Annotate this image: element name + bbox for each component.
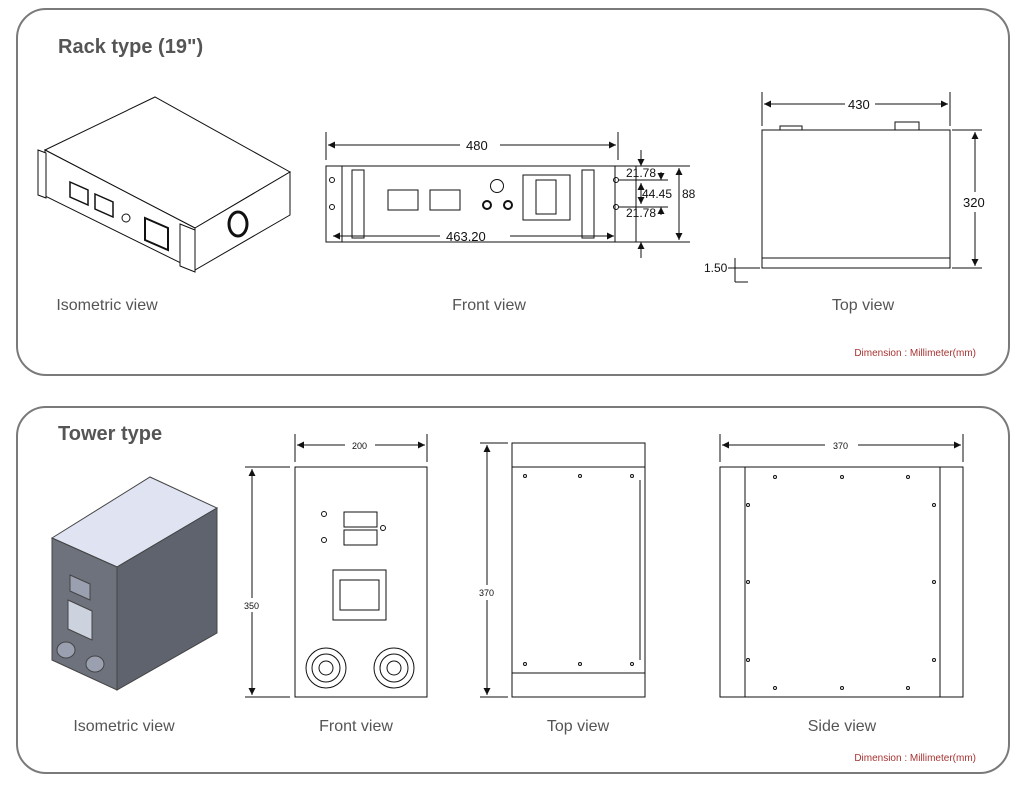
rack-unit-note: Dimension : Millimeter(mm) [854, 348, 976, 359]
rack-isometric-label: Isometric view [56, 297, 158, 314]
rack-inner-width-dim: 463.20 [446, 229, 486, 244]
rack-height-dim: 88 [682, 187, 696, 201]
rack-d3-dim: 21.78 [626, 206, 656, 220]
tower-top-drawing: 370 [479, 442, 646, 698]
tower-type-panel [16, 406, 1010, 774]
rack-top-label: Top view [831, 297, 895, 314]
rack-d2-dim: 44.45 [642, 187, 672, 201]
rack-offset-dim: 1.50 [704, 261, 728, 275]
tower-top-label: Top view [546, 718, 610, 735]
rack-isometric-drawing [37, 96, 292, 273]
tower-front-width-dim: 200 [352, 441, 367, 451]
tower-side-label: Side view [807, 718, 877, 735]
rack-depth-dim: 320 [963, 195, 985, 210]
tower-unit-note: Dimension : Millimeter(mm) [854, 753, 976, 764]
rack-top-drawing: 430 320 1.50 [704, 92, 985, 283]
tower-isometric-label: Isometric view [73, 718, 175, 735]
tower-type-title: Tower type [58, 423, 163, 445]
tower-front-height-dim: 350 [244, 601, 259, 611]
rack-d1-dim: 21.78 [626, 166, 656, 180]
tower-isometric-drawing [50, 476, 219, 691]
tower-top-height-dim: 370 [479, 588, 494, 598]
tower-side-drawing: 370 [719, 434, 964, 698]
rack-type-panel [16, 8, 1010, 376]
rack-front-drawing: 480 463.20 21.78 44.45 21.78 88 [325, 132, 696, 258]
tower-front-label: Front view [319, 718, 393, 735]
tower-front-drawing: 200 350 [244, 434, 428, 698]
tower-side-width-dim: 370 [833, 441, 848, 451]
rack-type-title: Rack type (19") [58, 36, 204, 58]
rack-front-label: Front view [452, 297, 526, 314]
rack-width-dim: 480 [466, 138, 488, 153]
rack-top-width-dim: 430 [848, 97, 870, 112]
